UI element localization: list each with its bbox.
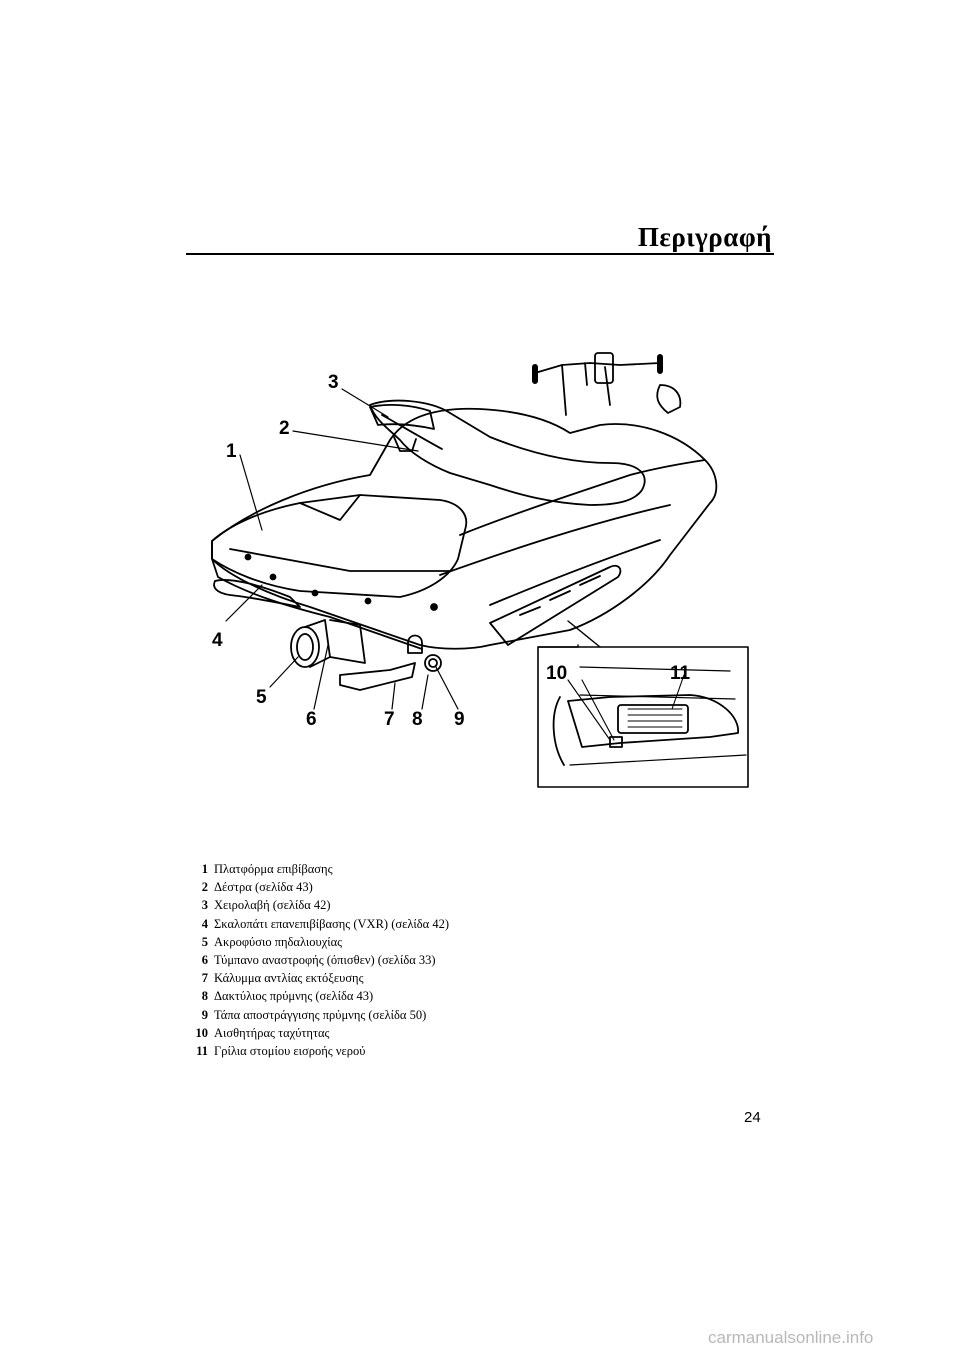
legend-text: Τάπα αποστράγγισης πρύμνης (σελίδα 50)	[214, 1007, 427, 1022]
legend-text: Τύμπανο αναστροφής (όπισθεν) (σελίδα 33)	[214, 953, 436, 968]
legend-item: 5 Ακροφύσιο πηδαλιουχίας	[186, 933, 606, 951]
header-rule	[186, 253, 774, 255]
callout-2: 2	[279, 418, 290, 439]
page-header-title: Περιγραφή	[637, 222, 772, 252]
legend-item: 6 Τύμπανο αναστροφής (όπισθεν) (σελίδα 33…	[186, 951, 606, 969]
callout-5: 5	[256, 687, 267, 708]
legend-number: 10	[195, 1025, 209, 1040]
legend-item: 10 Αισθητήρας ταχύτητας	[186, 1024, 606, 1042]
legend-number: 6	[201, 953, 208, 968]
legend-text: Σκαλοπάτι επανεπιβίβασης (VXR) (σελίδα 4…	[214, 916, 450, 931]
legend-number: 1	[201, 862, 208, 876]
parts-legend: 1 Πλατφόρμα επιβίβασης 2 Δέστρα (σελίδα 43…	[186, 860, 606, 1060]
callout-3: 3	[328, 372, 339, 393]
callout-9: 9	[454, 709, 465, 730]
legend-text: Κάλυμμα αντλίας εκτόξευσης	[214, 971, 364, 986]
legend-item: 11 Γρίλια στομίου εισροής νερού	[186, 1042, 606, 1060]
legend-item: 3 Χειρολαβή (σελίδα 42)	[186, 896, 606, 914]
legend-item: 9 Τάπα αποστράγγισης πρύμνης (σελίδα 50)	[186, 1006, 606, 1024]
legend-text: Ακροφύσιο πηδαλιουχίας	[214, 934, 343, 949]
callout-6: 6	[306, 709, 317, 730]
legend-number: 5	[201, 934, 208, 949]
site-watermark: carmanualsonline.info	[708, 1328, 874, 1347]
legend-item: 2 Δέστρα (σελίδα 43)	[186, 878, 606, 896]
legend-number: 4	[201, 916, 208, 931]
callout-11: 11	[670, 663, 691, 684]
legend-text: Γρίλια στομίου εισροής νερού	[214, 1044, 366, 1059]
page-number: 24	[744, 1109, 761, 1126]
legend-text: Αισθητήρας ταχύτητας	[214, 1025, 330, 1040]
legend-number: 8	[201, 989, 208, 1004]
watercraft-drawing	[211, 352, 749, 788]
legend-item: 1 Πλατφόρμα επιβίβασης	[186, 860, 606, 878]
legend-number: 11	[196, 1044, 208, 1059]
callout-7: 7	[384, 709, 395, 730]
legend-item: 7 Κάλυμμα αντλίας εκτόξευσης	[186, 969, 606, 987]
callout-4: 4	[212, 630, 223, 651]
legend-text: Πλατφόρμα επιβίβασης	[214, 862, 333, 876]
callout-1: 1	[226, 441, 237, 462]
legend-number: 2	[201, 880, 208, 895]
legend-number: 7	[201, 971, 208, 986]
legend-text: Δέστρα (σελίδα 43)	[214, 880, 313, 895]
legend-item: 8 Δακτύλιος πρύμνης (σελίδα 43)	[186, 987, 606, 1005]
watercraft-illustration: 1 2 3 4 5 6 7 8 9 10 11	[190, 345, 760, 795]
legend-item: 4 Σκαλοπάτι επανεπιβίβασης (VXR) (σελίδα …	[186, 915, 606, 933]
callout-8: 8	[412, 709, 423, 730]
callout-10: 10	[546, 663, 568, 684]
legend-number: 9	[201, 1007, 208, 1022]
legend-text: Δακτύλιος πρύμνης (σελίδα 43)	[214, 989, 374, 1004]
legend-number: 3	[201, 898, 208, 913]
legend-text: Χειρολαβή (σελίδα 42)	[214, 898, 331, 913]
